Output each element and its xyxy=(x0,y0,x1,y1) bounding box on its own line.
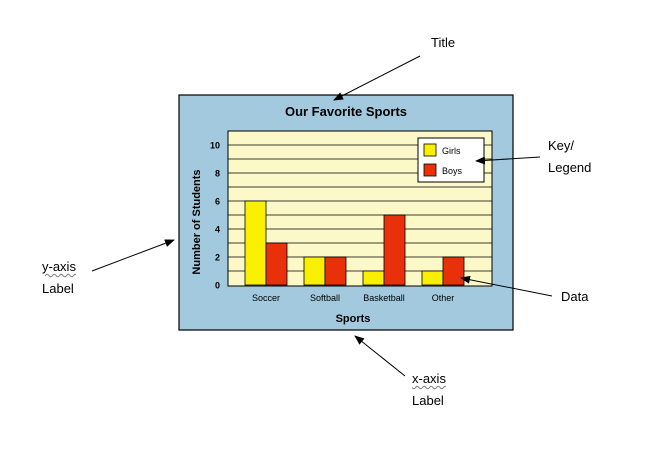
annotation-title: Title xyxy=(431,32,455,54)
bar-soccer-girls xyxy=(244,200,267,286)
legend-swatch-boys xyxy=(423,163,437,177)
x-tick-labels: Soccer Softball Basketball Other xyxy=(252,293,454,303)
arrow-legend xyxy=(475,156,541,165)
arrow-title xyxy=(333,55,421,101)
bar-other-boys xyxy=(442,256,465,286)
arrow-x-axis xyxy=(354,335,406,377)
annotation-title-text: Title xyxy=(431,35,456,50)
annotation-y-axis: y-axis Label xyxy=(42,256,76,300)
y-tick-label-10: 10 xyxy=(210,141,220,151)
legend-label-girls: Girls xyxy=(442,146,461,156)
x-tick-label-other: Other xyxy=(432,293,455,303)
annotation-x-axis-line1: x-axis xyxy=(412,371,446,386)
y-axis-label: Number of Students xyxy=(191,169,203,274)
y-tick-label-0: 0 xyxy=(215,281,220,291)
legend-swatch-girls xyxy=(423,143,437,157)
annotation-legend-line1: Key/ xyxy=(548,138,575,153)
x-tick-label-basketball: Basketball xyxy=(363,293,405,303)
annotation-x-axis-line2: Label xyxy=(412,393,444,408)
x-tick-label-soccer: Soccer xyxy=(252,293,280,303)
y-tick-label-8: 8 xyxy=(215,169,220,179)
annotation-data: Data xyxy=(561,286,588,308)
y-tick-labels: 0 2 4 6 8 10 xyxy=(210,141,220,291)
annotation-legend-line2: Legend xyxy=(548,160,592,175)
bar-softball-girls xyxy=(303,256,326,286)
bar-softball-boys xyxy=(324,256,347,286)
arrow-data xyxy=(460,275,553,297)
bar-basketball-girls xyxy=(362,270,385,286)
annotation-y-axis-line2: Label xyxy=(42,281,74,296)
bars xyxy=(244,200,465,286)
annotation-y-axis-line1: y-axis xyxy=(42,259,76,274)
y-tick-label-4: 4 xyxy=(215,225,220,235)
annotation-data-text: Data xyxy=(561,289,589,304)
arrow-y-axis xyxy=(91,239,175,272)
annotation-x-axis: x-axis Label xyxy=(412,368,446,412)
legend-label-boys: Boys xyxy=(442,166,463,176)
y-tick-label-2: 2 xyxy=(215,253,220,263)
bar-basketball-boys xyxy=(383,214,406,286)
legend: Girls Boys xyxy=(417,137,485,183)
bar-soccer-boys xyxy=(265,242,288,286)
x-axis-label: Sports xyxy=(336,313,371,325)
bar-other-girls xyxy=(421,270,444,286)
y-tick-label-6: 6 xyxy=(215,197,220,207)
x-tick-label-softball: Softball xyxy=(310,293,340,303)
annotation-legend: Key/ Legend xyxy=(548,135,591,179)
chart-title: Our Favorite Sports xyxy=(285,104,407,119)
